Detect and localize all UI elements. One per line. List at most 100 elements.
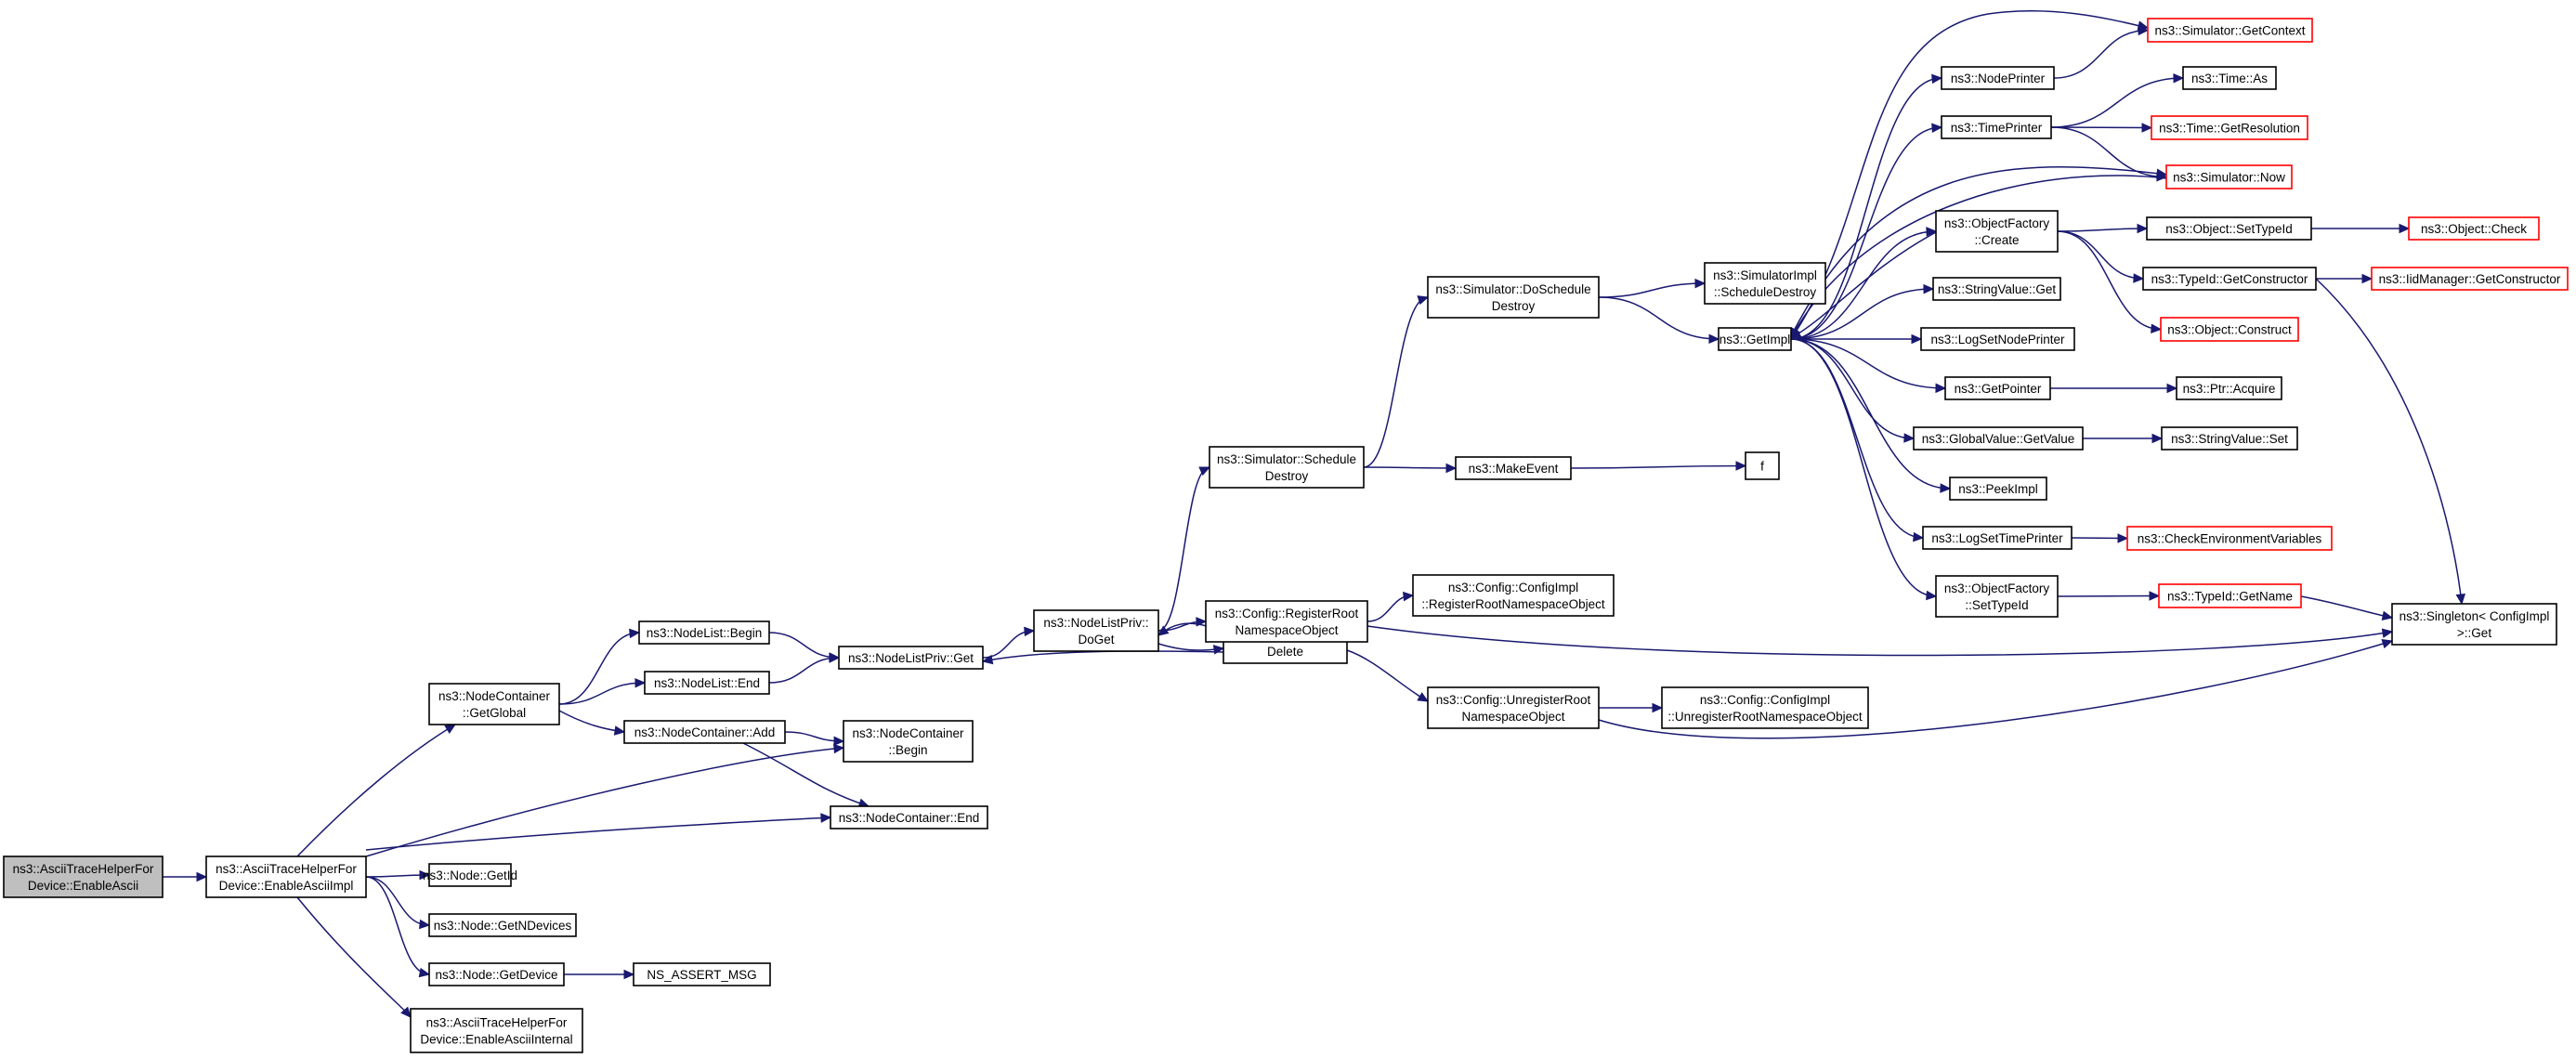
node-getid[interactable]: ns3::Node::GetId — [423, 863, 517, 887]
node-getconstructor[interactable]: ns3::TypeId::GetConstructor — [2142, 267, 2317, 291]
node-iidgetctor[interactable]: ns3::IidManager::GetConstructor — [2371, 267, 2569, 291]
node-cfgunregister[interactable]: ns3::Config::ConfigImpl::UnregisterRootN… — [1661, 686, 1869, 729]
node-cfgregister[interactable]: ns3::Config::ConfigImpl::RegisterRootNam… — [1412, 574, 1615, 617]
node-ofcreate[interactable]: ns3::ObjectFactory::Create — [1935, 210, 2059, 253]
edge-line — [1363, 466, 1457, 469]
node-objsettypeid[interactable]: ns3::Object::SetTypeId — [2146, 216, 2312, 241]
node-label: ns3::Singleton< ConfigImpl — [2399, 609, 2550, 623]
node-getdevice[interactable]: ns3::Node::GetDevice — [428, 962, 565, 986]
node-timeprinter[interactable]: ns3::TimePrinter — [1941, 115, 2052, 139]
node-label: ns3::Node::GetId — [423, 869, 517, 882]
node-box — [2147, 18, 2313, 43]
node-getglobal[interactable]: ns3::NodeContainer::GetGlobal — [428, 683, 560, 725]
edge-unregisterroot-to-singleton — [1598, 639, 2394, 739]
node-box — [2371, 267, 2569, 291]
edge-registerroot-to-cfgregister — [1366, 591, 1415, 622]
node-box — [1920, 327, 2075, 351]
node-stringget[interactable]: ns3::StringValue::Get — [1932, 277, 2061, 301]
node-box — [1922, 526, 2073, 550]
node-unregisterroot[interactable]: ns3::Config::UnregisterRootNamespaceObje… — [1427, 686, 1600, 729]
node-box — [843, 720, 974, 763]
node-box — [2142, 267, 2317, 291]
edge-line — [1157, 466, 1210, 632]
node-box — [1205, 600, 1368, 643]
arrowhead-icon — [2156, 171, 2168, 182]
node-label: ns3::NodeContainer — [438, 689, 551, 703]
edge-line — [2057, 228, 2148, 232]
node-assert[interactable]: NS_ASSERT_MSG — [633, 962, 771, 986]
node-timeas[interactable]: ns3::Time::As — [2182, 66, 2277, 90]
node-getpointer[interactable]: ns3::GetPointer — [1944, 376, 2051, 400]
node-makeevent[interactable]: ns3::MakeEvent — [1455, 456, 1572, 480]
node-box — [1941, 115, 2052, 139]
arrowhead-icon — [2149, 591, 2161, 601]
node-box — [1661, 686, 1869, 729]
node-box — [633, 962, 771, 986]
arrowhead-icon — [1923, 283, 1935, 294]
node-simimpl[interactable]: ns3::SimulatorImpl::ScheduleDestroy — [1704, 262, 1826, 305]
node-getresolution[interactable]: ns3::Time::GetResolution — [2151, 115, 2308, 140]
node-schedule[interactable]: ns3::Simulator::ScheduleDestroy — [1209, 446, 1365, 489]
node-objconstruct[interactable]: ns3::Object::Construct — [2160, 317, 2299, 342]
node-ncend[interactable]: ns3::NodeContainer::End — [830, 805, 988, 829]
node-nlend[interactable]: ns3::NodeList::End — [644, 671, 770, 695]
node-label: ns3::Config::RegisterRoot — [1215, 607, 1359, 620]
node-nodeprinter[interactable]: ns3::NodePrinter — [1941, 66, 2055, 90]
node-nlbegin[interactable]: ns3::NodeList::Begin — [638, 620, 770, 645]
node-getndevices[interactable]: ns3::Node::GetNDevices — [428, 913, 577, 937]
node-label: ns3::NodeListPriv:: — [1043, 616, 1148, 630]
arrowhead-icon — [1445, 463, 1458, 474]
arrowhead-icon — [1708, 333, 1720, 345]
node-label: ns3::Time::GetResolution — [2159, 122, 2300, 136]
arrowhead-icon — [1931, 123, 1943, 134]
arrowhead-icon — [833, 743, 845, 754]
node-gvgetvalue[interactable]: ns3::GlobalValue::GetValue — [1913, 426, 2084, 451]
edge-ofcreate-to-objconstruct — [2057, 230, 2163, 334]
arrowhead-icon — [981, 654, 994, 665]
node-nlpget[interactable]: ns3::NodeListPriv::Get — [838, 646, 984, 670]
edge-impl-to-internal — [296, 896, 412, 1018]
node-impl[interactable]: ns3::AsciiTraceHelperForDevice::EnableAs… — [205, 856, 367, 898]
node-label: ns3::StringValue::Set — [2171, 432, 2288, 446]
node-stringset[interactable]: ns3::StringValue::Set — [2161, 426, 2298, 451]
arrowhead-icon — [196, 871, 208, 882]
node-box — [1949, 477, 2047, 501]
node-getimpl[interactable]: ns3::GetImpl — [1718, 327, 1792, 351]
node-f[interactable]: f — [1745, 451, 1780, 480]
node-root[interactable]: ns3::AsciiTraceHelperForDevice::EnableAs… — [3, 856, 163, 898]
node-ptracquire[interactable]: ns3::Ptr::Acquire — [2176, 376, 2282, 400]
node-getcontext[interactable]: ns3::Simulator::GetContext — [2147, 18, 2313, 43]
node-ofsettypeid[interactable]: ns3::ObjectFactory::SetTypeId — [1935, 575, 2059, 618]
nodes-layer: ns3::AsciiTraceHelperForDevice::EnableAs… — [3, 18, 2569, 1053]
node-singleton[interactable]: ns3::Singleton< ConfigImpl >::Get — [2391, 603, 2557, 646]
node-checkenv[interactable]: ns3::CheckEnvironmentVariables — [2126, 526, 2333, 551]
node-simnow[interactable]: ns3::Simulator::Now — [2165, 164, 2293, 189]
edge-line — [2053, 29, 2149, 79]
node-registerroot[interactable]: ns3::Config::RegisterRootNamespaceObject — [1205, 600, 1368, 643]
node-ncadd[interactable]: ns3::NodeContainer::Add — [623, 720, 786, 744]
node-label: ns3::Simulator::DoSchedule — [1435, 282, 1590, 296]
edge-line — [1790, 338, 1951, 490]
node-internal[interactable]: ns3::AsciiTraceHelperForDevice::EnableAs… — [410, 1008, 583, 1053]
node-box — [2158, 583, 2302, 608]
node-ncbegin[interactable]: ns3::NodeContainer::Begin — [843, 720, 974, 763]
node-getname[interactable]: ns3::TypeId::GetName — [2158, 583, 2302, 608]
node-logsettime[interactable]: ns3::LogSetTimePrinter — [1922, 526, 2073, 550]
arrowhead-icon — [1157, 625, 1170, 636]
edge-logsettime-to-checkenv — [2071, 533, 2129, 543]
node-label: ::RegisterRootNamespaceObject — [1421, 597, 1605, 611]
node-label: ::ScheduleDestroy — [1714, 285, 1817, 299]
node-box — [644, 671, 770, 695]
arrowhead-icon — [2151, 323, 2163, 334]
node-label: ns3::NodeContainer::Add — [634, 725, 776, 739]
arrowhead-icon — [419, 919, 431, 930]
node-label: ns3::MakeEvent — [1469, 462, 1559, 476]
node-objcheck[interactable]: ns3::Object::Check — [2408, 216, 2540, 241]
node-label: ns3::GetImpl — [1720, 333, 1791, 346]
node-label: ns3::SimulatorImpl — [1713, 268, 1817, 282]
node-logsetnode[interactable]: ns3::LogSetNodePrinter — [1920, 327, 2075, 351]
node-peekimpl[interactable]: ns3::PeekImpl — [1949, 477, 2047, 501]
edge-ofcreate-to-objsettypeid — [2057, 223, 2149, 234]
node-doget[interactable]: ns3::NodeListPriv::DoGet — [1033, 609, 1159, 652]
